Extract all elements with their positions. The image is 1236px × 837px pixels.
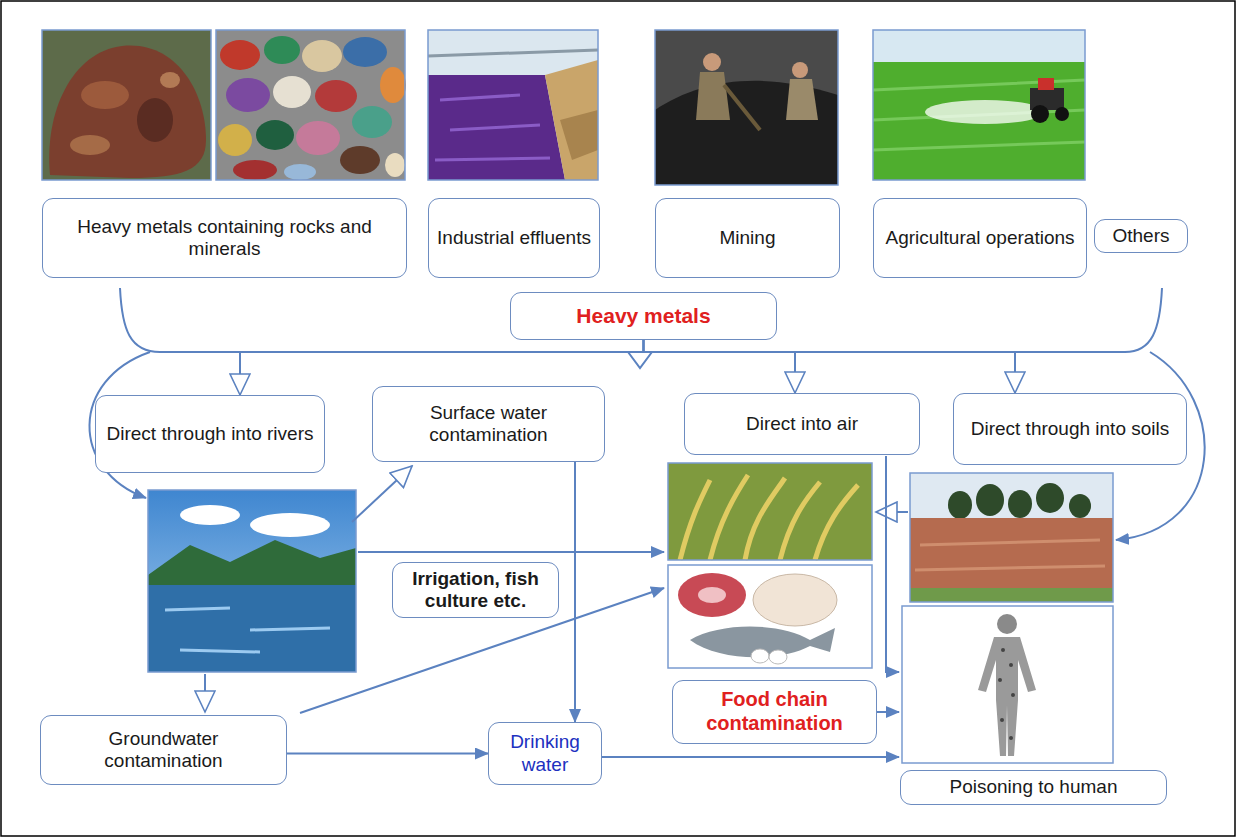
source-box: Others <box>1094 219 1188 253</box>
flow-arrows <box>89 352 1204 757</box>
pathway-box: Direct into air <box>684 393 920 455</box>
pathway-box: Groundwater contamination <box>40 715 287 785</box>
flow-connector <box>644 340 1016 393</box>
source-box: Heavy metals containing rocks and minera… <box>42 198 407 278</box>
flow-connector <box>574 462 576 722</box>
agriculture-photo <box>873 30 1085 180</box>
box-label: Mining <box>662 227 833 249</box>
outcome-box: Food chain contamination <box>672 680 877 744</box>
source-box: Agricultural operations <box>873 198 1087 278</box>
box-label: Poisoning to human <box>907 776 1160 798</box>
box-label: Heavy metals containing rocks and minera… <box>49 216 400 261</box>
minerals-photo <box>216 30 406 180</box>
box-label: Food chain contamination <box>679 688 870 735</box>
box-label: Industrial effluents <box>435 227 593 249</box>
brace <box>120 288 1162 368</box>
human-figure <box>902 606 1113 763</box>
food-photo <box>668 565 872 668</box>
rock-photo <box>42 30 211 180</box>
mining-photo <box>655 30 838 185</box>
box-label: Others <box>1101 225 1181 247</box>
box-label: Groundwater contamination <box>47 728 280 773</box>
box-label: Direct into air <box>691 413 913 435</box>
effluent-photo <box>428 30 598 180</box>
box-label: Surface water contamination <box>379 402 598 447</box>
box-label: Agricultural operations <box>880 227 1080 249</box>
pathway-box: Direct through into soils <box>953 393 1187 465</box>
box-label: Direct through into rivers <box>102 423 318 445</box>
rice-photo <box>668 463 872 560</box>
pathway-box: Surface water contamination <box>372 386 605 462</box>
flow-connector <box>644 340 796 393</box>
source-box: Mining <box>655 198 840 278</box>
river-photo <box>148 490 356 672</box>
soil-photo <box>910 473 1113 602</box>
box-label: Irrigation, fish culture etc. <box>399 568 552 613</box>
hub-box: Heavy metals <box>510 292 777 340</box>
box-label: Heavy metals <box>517 304 770 329</box>
outcome-box: Poisoning to human <box>900 770 1167 805</box>
box-label: Direct through into soils <box>960 418 1180 440</box>
box-label: Drinking water <box>495 731 595 776</box>
source-box: Industrial effluents <box>428 198 600 278</box>
use-box: Irrigation, fish culture etc. <box>392 562 559 618</box>
flow-connector <box>287 753 488 755</box>
pathway-box: Direct through into rivers <box>95 395 325 473</box>
pathway-box: Drinking water <box>488 722 602 785</box>
